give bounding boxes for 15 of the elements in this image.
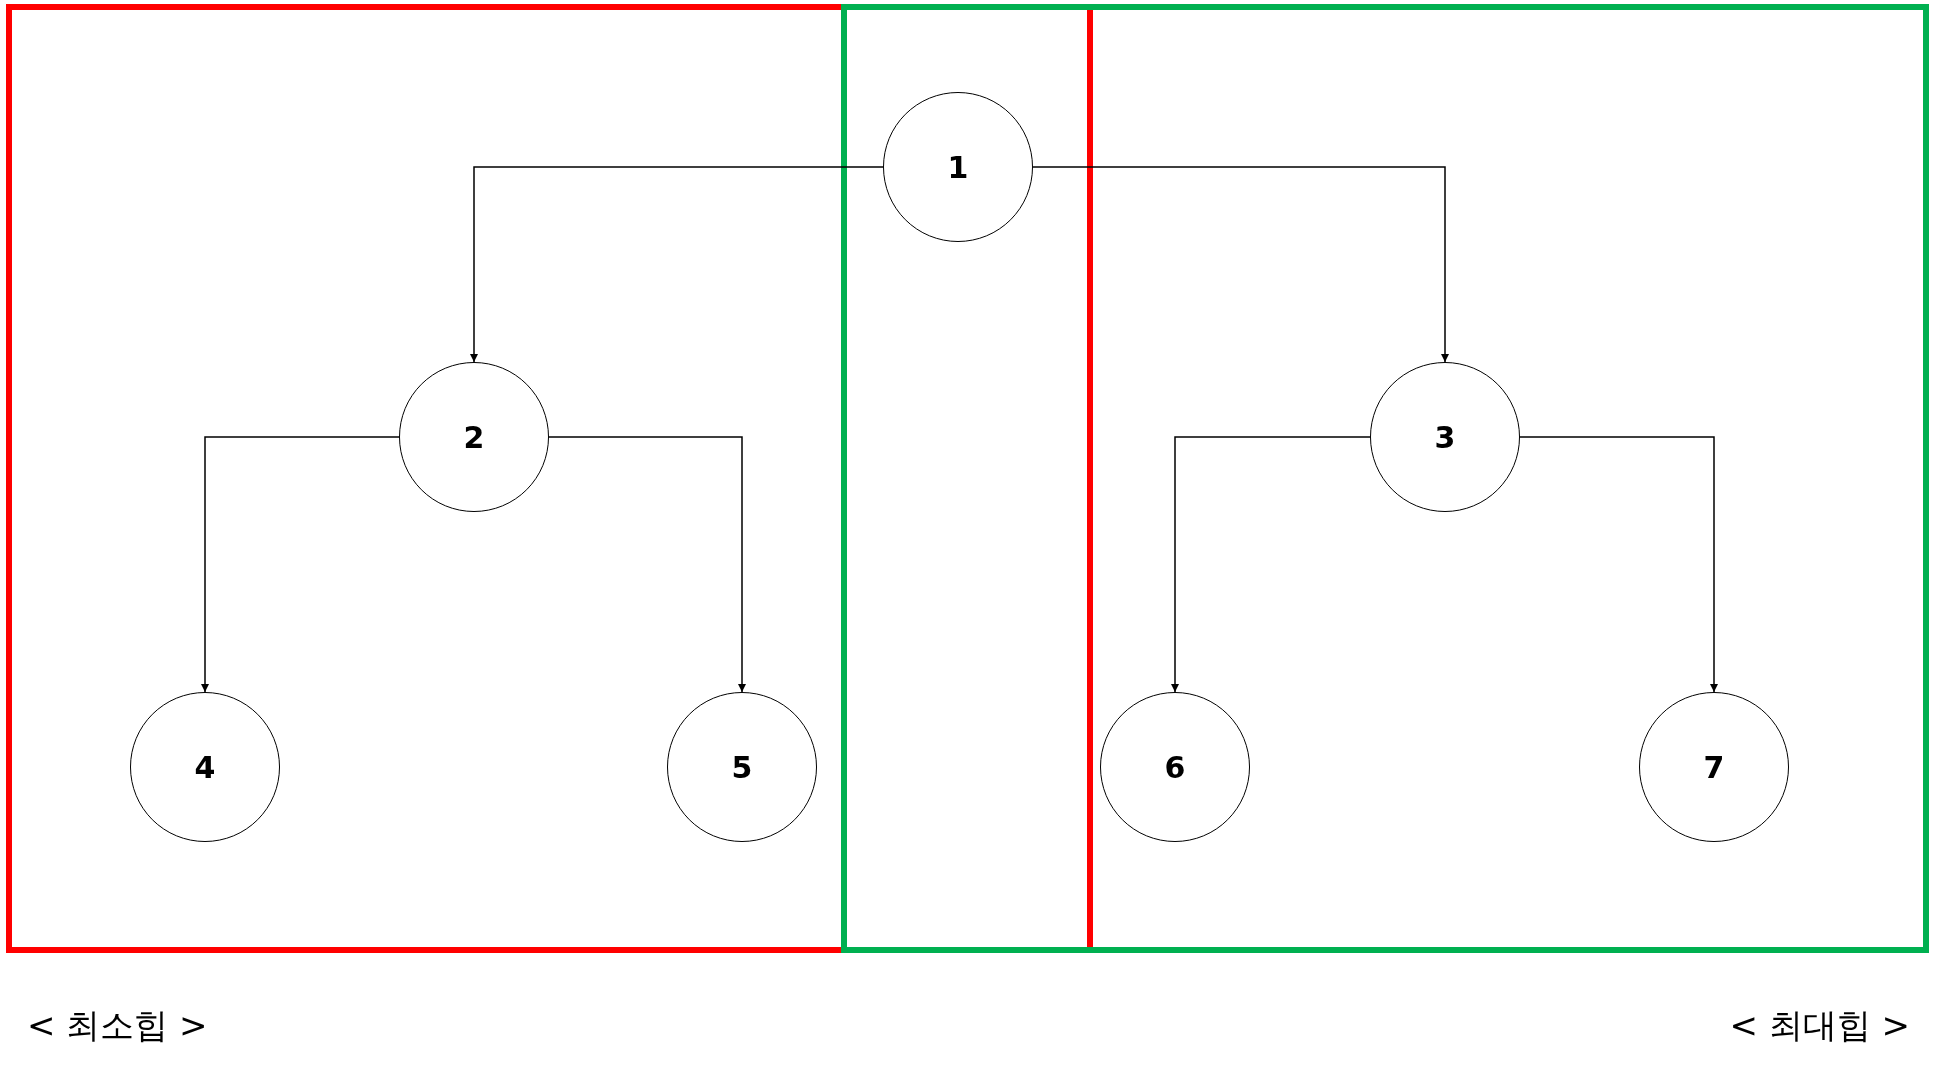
node-number: 2 (463, 419, 485, 455)
heap-label: < 최소힙 > (27, 1004, 208, 1047)
arrow (201, 436, 400, 693)
arrow (1171, 436, 1371, 693)
arrow (470, 166, 884, 363)
node-number: 1 (947, 149, 969, 185)
node-number: 6 (1164, 749, 1186, 785)
node-number: 3 (1434, 419, 1456, 455)
node-number: 4 (194, 749, 216, 785)
node-number: 5 (731, 749, 753, 785)
arrow (548, 436, 746, 693)
node-number: 7 (1703, 749, 1725, 785)
heap-label: < 최대힙 > (1729, 1004, 1910, 1047)
arrow (1032, 166, 1449, 363)
arrow (1519, 436, 1718, 693)
